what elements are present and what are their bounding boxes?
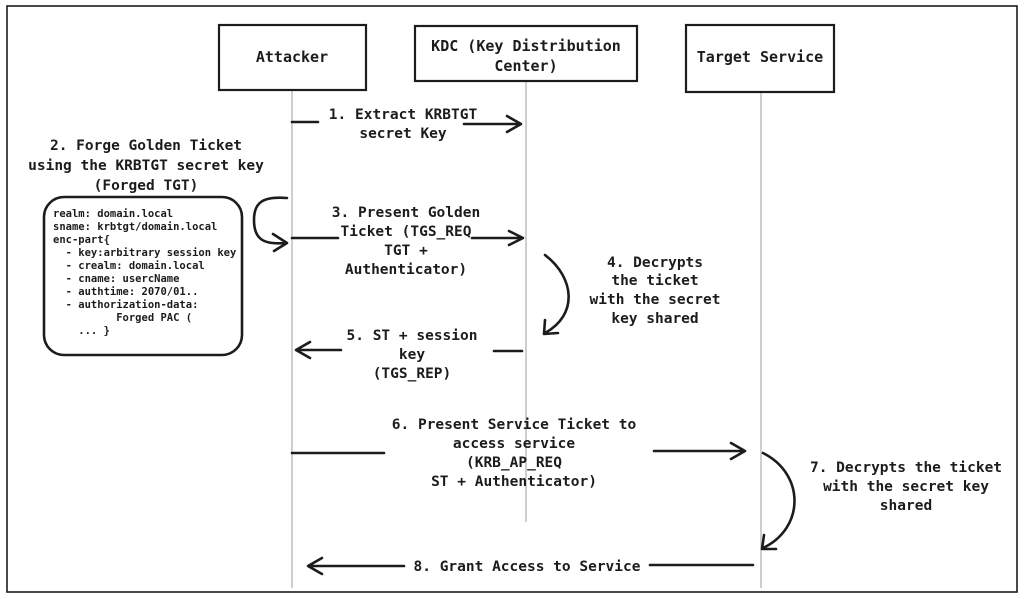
step-7-target-decrypt: 7. Decrypts the ticket with the secret k… <box>760 451 1002 551</box>
step-3-label-line4: Authenticator) <box>345 262 467 278</box>
step-2-label-line3: (Forged TGT) <box>94 178 199 194</box>
step-4-label-line4: key shared <box>611 311 698 327</box>
step-4-kdc-decrypt: 4. Decrypts the ticket with the secret k… <box>542 253 721 336</box>
step-3-label-line1: 3. Present Golden <box>332 205 480 221</box>
participant-kdc-label-line1: KDC (Key Distribution <box>431 37 621 55</box>
ticket-line: sname: krbtgt/domain.local <box>53 221 217 233</box>
participant-attacker-label: Attacker <box>256 48 328 66</box>
step-7-label-line1: 7. Decrypts the ticket <box>810 460 1002 476</box>
step-3-label-line3: TGT + <box>384 243 428 259</box>
step-2-forge-note: 2. Forge Golden Ticket using the KRBTGT … <box>28 138 264 194</box>
step-1-label-line2: secret Key <box>359 126 447 142</box>
ticket-line: ... } <box>53 325 110 337</box>
step-8-grant-access: 8. Grant Access to Service <box>306 556 755 576</box>
step-2-label-line2: using the KRBTGT secret key <box>28 158 264 174</box>
step-5-label-line1: 5. ST + session <box>347 328 478 344</box>
step-5-st-session-key: 5. ST + session key (TGS_REP) <box>294 328 524 382</box>
step-3-label-line2: Ticket (TGS_REQ <box>341 224 472 240</box>
participant-kdc-label-line2: Center) <box>494 57 557 75</box>
step-1-extract-key: 1. Extract KRBTGT secret Key <box>290 107 523 142</box>
step-6-label-line3: (KRB_AP_REQ <box>466 455 562 471</box>
forged-ticket-box: realm: domain.local sname: krbtgt/domain… <box>42 195 244 357</box>
ticket-line: Forged PAC ( <box>53 312 192 324</box>
step-7-label-line2: with the secret key <box>823 479 989 495</box>
step-3-present-golden-ticket: 3. Present Golden Ticket (TGS_REQ TGT + … <box>290 205 525 278</box>
step-1-label-line1: 1. Extract KRBTGT <box>329 107 478 123</box>
step-7-label-line3: shared <box>880 498 932 514</box>
step-8-label: 8. Grant Access to Service <box>414 559 641 575</box>
step-5-label-line3: (TGS_REP) <box>373 366 452 382</box>
ticket-line: realm: domain.local <box>53 208 173 220</box>
participant-attacker: Attacker <box>217 23 368 92</box>
ticket-line: - cname: usercName <box>53 273 179 285</box>
forge-self-loop-arrow <box>252 196 289 253</box>
forged-ticket-frame <box>42 195 244 357</box>
diagram-border <box>6 5 1018 593</box>
step-6-label-line4: ST + Authenticator) <box>431 474 597 490</box>
ticket-line: enc-part{ <box>53 234 110 246</box>
participant-kdc: KDC (Key Distribution Center) <box>413 24 639 83</box>
ticket-line: - authorization-data: <box>53 299 198 311</box>
ticket-line: - crealm: domain.local <box>53 260 205 272</box>
participant-target-service: Target Service <box>684 23 836 94</box>
step-6-label-line2: access service <box>453 436 575 452</box>
step-4-label-line3: with the secret <box>590 292 721 308</box>
step-6-present-service-ticket: 6. Present Service Ticket to access serv… <box>290 417 747 490</box>
step-4-label-line1: 4. Decrypts <box>607 255 703 271</box>
ticket-line: - authtime: 2070/01.. <box>53 286 198 298</box>
step-4-label-line2: the ticket <box>611 273 698 289</box>
step-2-label-line1: 2. Forge Golden Ticket <box>50 138 242 154</box>
step-5-label-line2: key <box>399 347 425 363</box>
step-6-label-line1: 6. Present Service Ticket to <box>392 417 637 433</box>
participant-target-label: Target Service <box>697 48 823 66</box>
ticket-line: - key:arbitrary session key <box>53 247 237 259</box>
